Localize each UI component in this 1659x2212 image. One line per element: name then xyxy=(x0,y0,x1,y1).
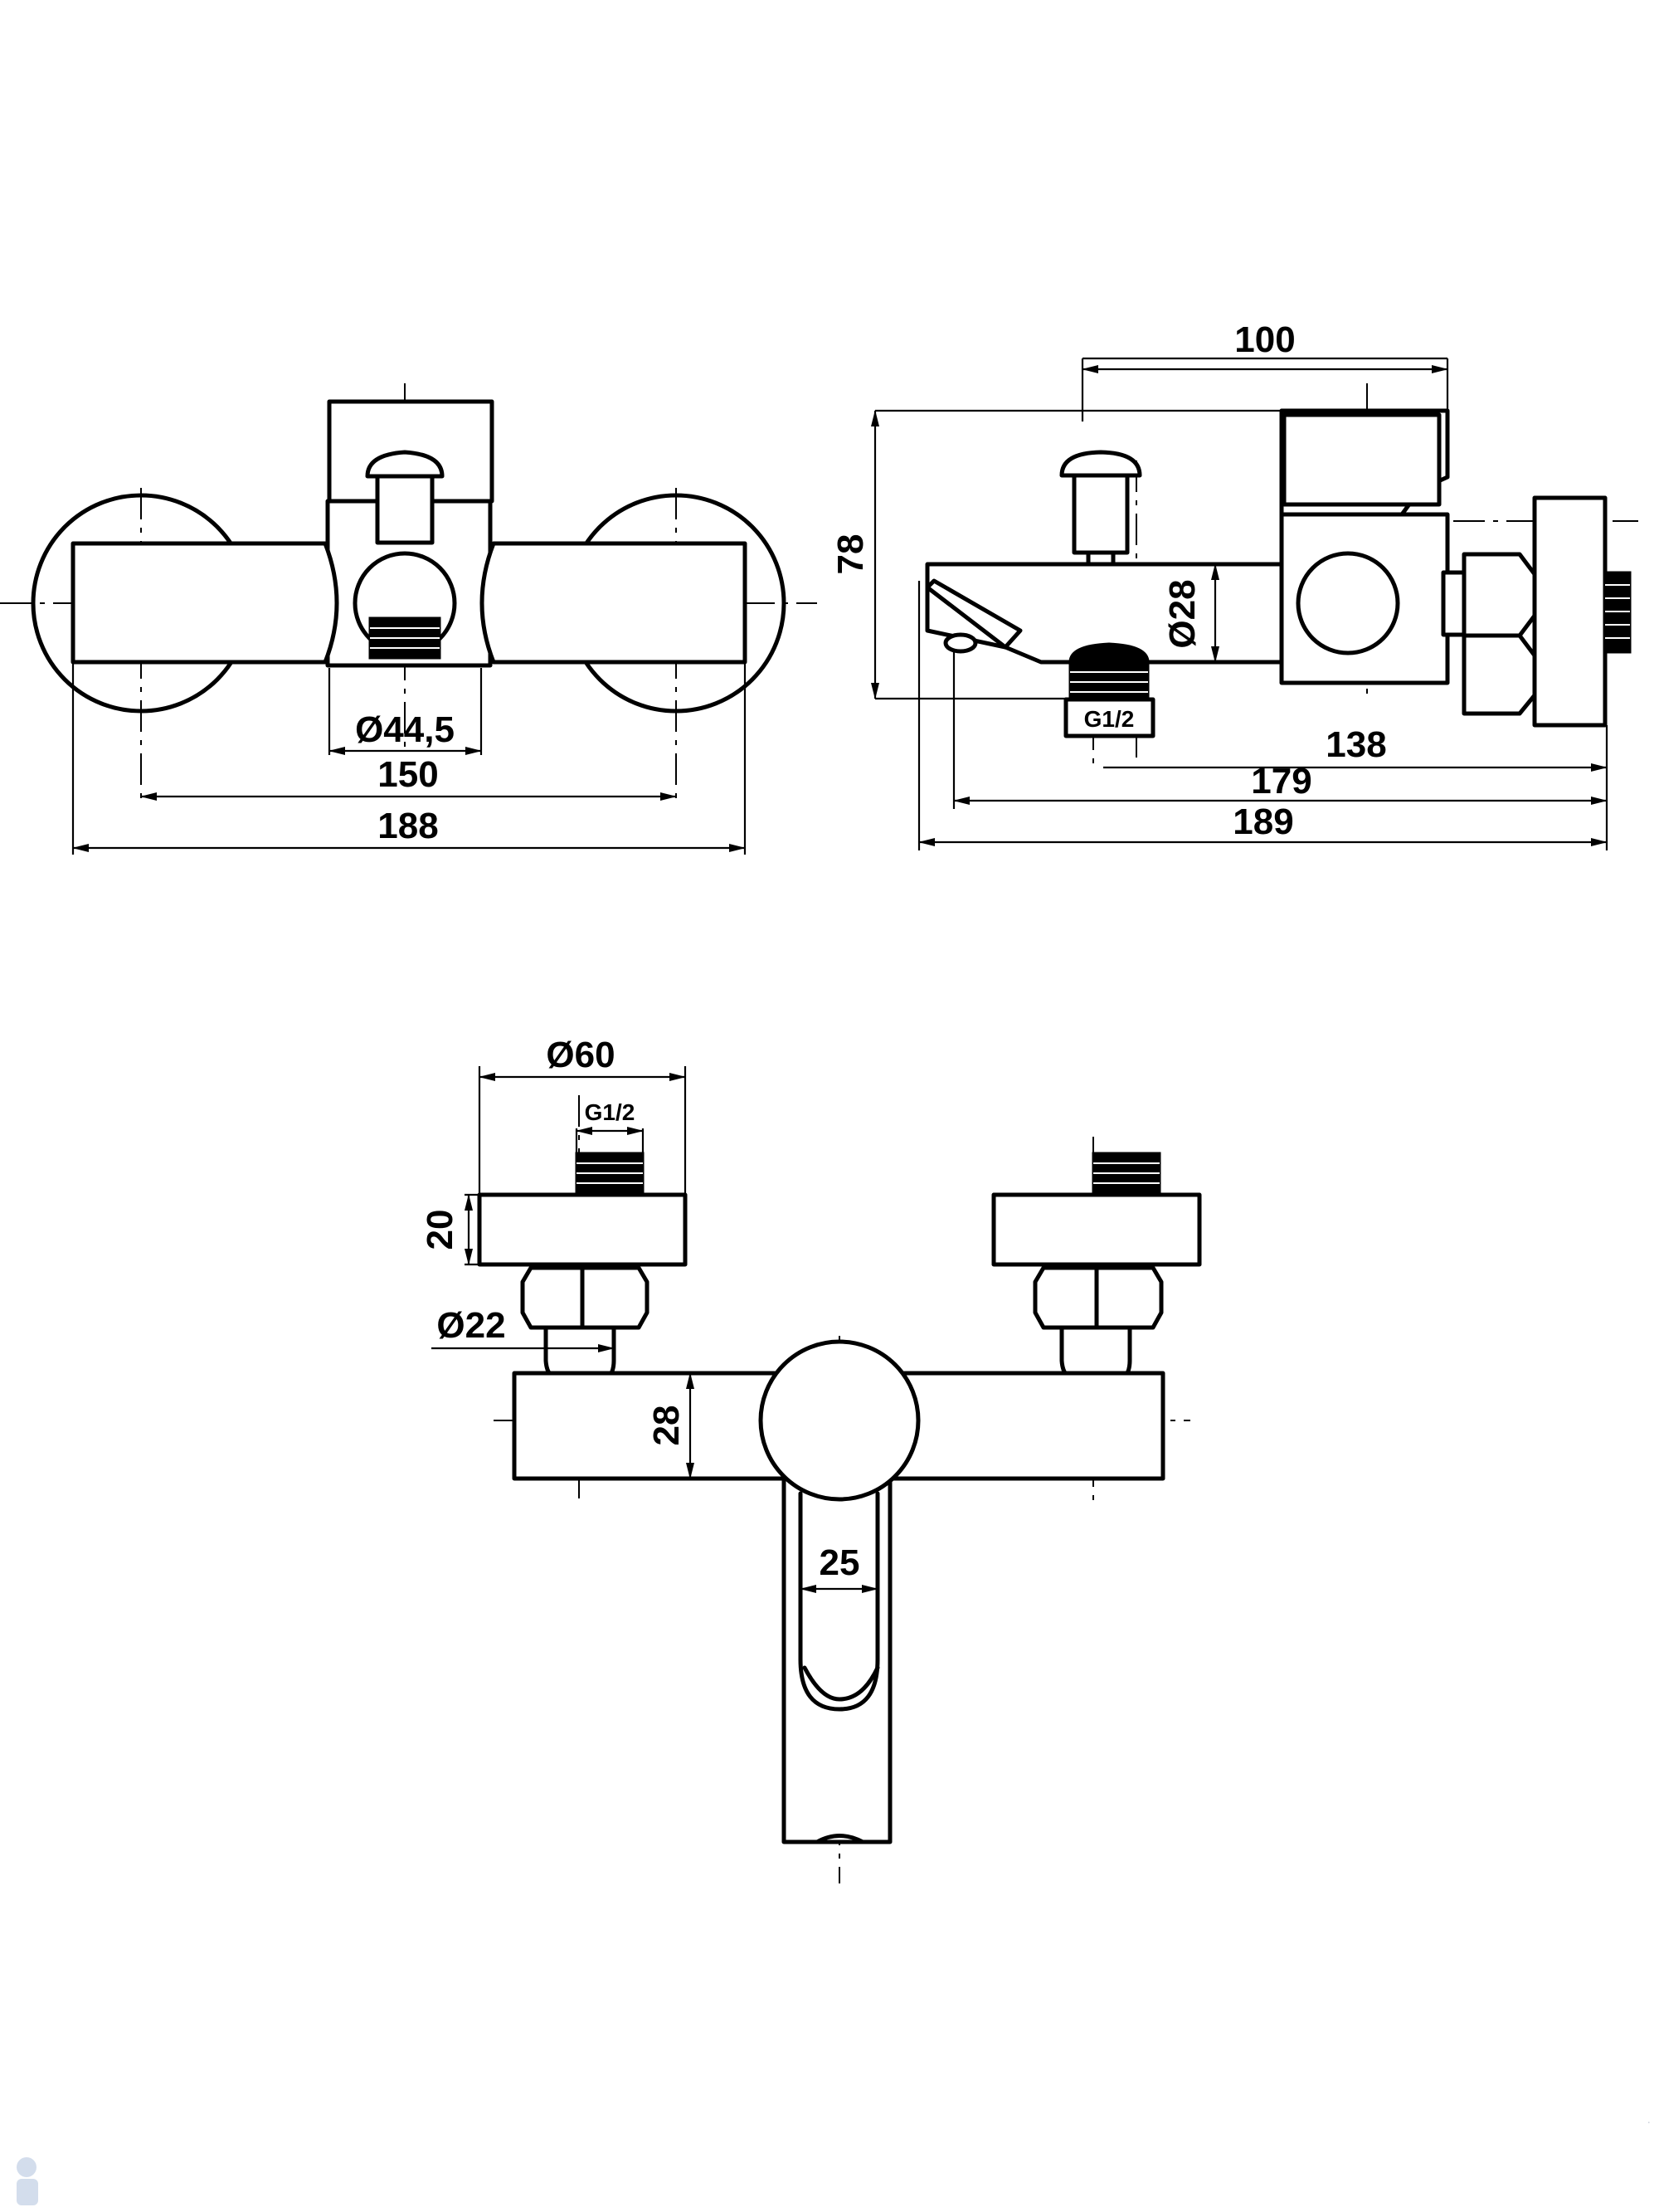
dim-escutcheon-diameter-label: Ø60 xyxy=(546,1035,615,1075)
right-connector xyxy=(991,1152,1202,1390)
front-dimensions: Ø44,5 150 188 xyxy=(71,614,747,855)
bottom-view: Ø60 G1/2 20 Ø22 28 25 xyxy=(420,1035,1202,1883)
dim-to-outlet-label: 138 xyxy=(1326,724,1386,765)
bottom-mixer-body xyxy=(512,1339,1165,1844)
dim-overall-depth-label: 189 xyxy=(1233,801,1293,842)
side-view: G1/2 100 78 Ø28 138 179 189 xyxy=(830,319,1638,850)
dim-escutcheon-height-label: 20 xyxy=(420,1210,460,1250)
side-dimensions: 100 78 Ø28 138 179 189 xyxy=(830,319,1608,850)
dim-body-diameter-label: Ø28 xyxy=(1162,579,1203,648)
front-view: Ø44,5 150 188 xyxy=(0,383,817,855)
dim-height-label: 78 xyxy=(830,534,871,575)
side-watermark: · xyxy=(1643,2121,1655,2124)
bottom-thread-label: G1/2 xyxy=(585,1099,635,1125)
dim-shower-outlet-label: Ø44,5 xyxy=(355,709,455,750)
dim-depth-top-label: 100 xyxy=(1234,319,1295,360)
dim-body-height-label: 28 xyxy=(646,1406,687,1446)
dim-pipe-diameter-label: Ø22 xyxy=(436,1305,505,1346)
side-mixer-body: G1/2 xyxy=(925,408,1632,738)
dim-overall-width-label: 188 xyxy=(377,806,438,846)
dim-center-distance-label: 150 xyxy=(377,754,438,795)
dim-spout-width-label: 25 xyxy=(820,1542,860,1583)
left-connector xyxy=(477,1152,688,1390)
bottom-dimensions: Ø60 G1/2 20 Ø22 28 25 xyxy=(420,1035,878,1593)
side-thread-label: G1/2 xyxy=(1084,706,1135,732)
dim-to-spout-mouth-label: 179 xyxy=(1251,761,1311,801)
front-mixer-body xyxy=(71,399,747,668)
corner-mascot-logo xyxy=(17,2157,38,2205)
